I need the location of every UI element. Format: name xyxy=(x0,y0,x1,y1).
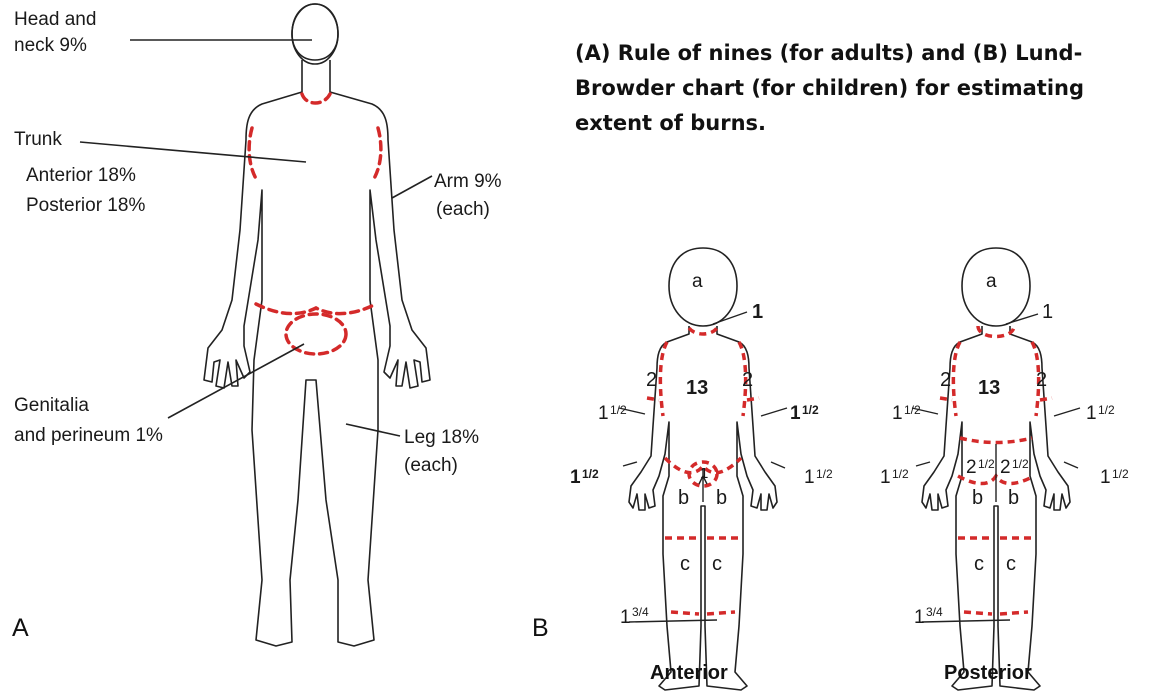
head-label-line1: Head and xyxy=(14,8,96,32)
trunk-label: Trunk xyxy=(14,128,62,152)
anterior-upper-arm-left: 2 xyxy=(646,368,657,392)
neck-boundary xyxy=(302,94,330,103)
posterior-waist xyxy=(960,438,1032,443)
anterior-neck-boundary xyxy=(689,328,717,334)
adult-leader-lines xyxy=(80,40,432,436)
anterior-foot-frac: 3/4 xyxy=(632,600,649,624)
posterior-ankles xyxy=(964,612,1028,614)
anterior-forearm-right-whole: 1 xyxy=(790,402,801,426)
posterior-hand-leader-left xyxy=(916,462,930,466)
posterior-thigh-right: b xyxy=(1008,486,1019,510)
posterior-forearm-right-frac: 1/2 xyxy=(1098,398,1115,422)
anterior-leg-right: c xyxy=(712,552,722,576)
anterior-hand-right-whole: 1 xyxy=(804,466,815,490)
leg-label-line2: (each) xyxy=(404,454,458,478)
adult-body-outline xyxy=(204,4,430,646)
posterior-leg-left: c xyxy=(974,552,984,576)
posterior-hand-left-whole: 1 xyxy=(880,466,891,490)
posterior-forearm-right-whole: 1 xyxy=(1086,402,1097,426)
posterior-buttock-left-whole: 2 xyxy=(966,456,977,480)
posterior-buttock-right-whole: 2 xyxy=(1000,456,1011,480)
posterior-hand-right-frac: 1/2 xyxy=(1112,462,1129,486)
anterior-forearm-left-whole: 1 xyxy=(598,402,609,426)
posterior-buttock-right-frac: 1/2 xyxy=(1012,452,1029,476)
posterior-upper-arm-left: 2 xyxy=(940,368,951,392)
leg-label-line1: Leg 18% xyxy=(404,426,479,450)
posterior-buttock-left-frac: 1/2 xyxy=(978,452,995,476)
posterior-head-label: a xyxy=(986,270,997,294)
posterior-forearm-left-whole: 1 xyxy=(892,402,903,426)
posterior-left-elbow xyxy=(940,398,952,400)
posterior-neck-label: 1 xyxy=(1042,300,1053,324)
genitalia-label-line2: and perineum 1% xyxy=(14,424,163,448)
anterior-hand-leader-right xyxy=(771,462,785,468)
trunk-leader-line xyxy=(80,142,306,162)
posterior-hand-leader-right xyxy=(1064,462,1078,468)
posterior-foot-whole: 1 xyxy=(914,606,925,630)
anterior-left-elbow xyxy=(647,398,659,400)
anterior-forearm-leader-right xyxy=(761,408,787,416)
posterior-hand-right-whole: 1 xyxy=(1100,466,1111,490)
genitalia-leader-line xyxy=(168,344,304,418)
arm-leader-line xyxy=(392,176,432,198)
left-shoulder-boundary xyxy=(249,128,258,182)
anterior-hand-left-whole: 1 xyxy=(570,466,581,490)
trunk-anterior-label: Anterior 18% xyxy=(26,164,136,188)
anterior-leg-left: c xyxy=(680,552,690,576)
anterior-forearm-right-frac: 1/2 xyxy=(802,398,819,422)
anterior-neck-leader xyxy=(713,312,747,324)
anterior-hand-leader-left xyxy=(623,462,637,466)
adult-head xyxy=(292,4,338,64)
anterior-thigh-right: b xyxy=(716,486,727,510)
posterior-foot-frac: 3/4 xyxy=(926,600,943,624)
posterior-hand-left-frac: 1/2 xyxy=(892,462,909,486)
anterior-hand-left-frac: 1/2 xyxy=(582,462,599,486)
genitalia-label-line1: Genitalia xyxy=(14,394,89,418)
posterior-forearm-leader-right xyxy=(1054,408,1080,416)
arm-label-line2: (each) xyxy=(436,198,490,222)
head-label-line2: neck 9% xyxy=(14,34,87,58)
trunk-posterior-label: Posterior 18% xyxy=(26,194,145,218)
anterior-foot-whole: 1 xyxy=(620,606,631,630)
anterior-view-label: Anterior xyxy=(650,662,728,685)
right-shoulder-boundary xyxy=(372,128,381,182)
posterior-neck-boundary xyxy=(978,326,1014,337)
leg-leader-line xyxy=(346,424,400,436)
posterior-leg-right: c xyxy=(1006,552,1016,576)
anterior-left-shoulder xyxy=(660,342,667,416)
posterior-thigh-left: b xyxy=(972,486,983,510)
anterior-hand-right-frac: 1/2 xyxy=(816,462,833,486)
adult-region-boundaries xyxy=(249,94,381,354)
posterior-right-elbow xyxy=(1040,398,1052,400)
arm-label-line1: Arm 9% xyxy=(434,170,502,194)
posterior-forearm-left-frac: 1/2 xyxy=(904,398,921,422)
anterior-trunk-label: 13 xyxy=(686,376,708,400)
anterior-ankles xyxy=(671,612,735,614)
posterior-neck-leader xyxy=(1006,314,1038,324)
posterior-upper-arm-right: 2 xyxy=(1036,368,1047,392)
adult-figure xyxy=(80,4,432,646)
anterior-neck-label: 1 xyxy=(752,300,763,324)
panel-b-letter: B xyxy=(532,614,549,643)
anterior-right-elbow xyxy=(747,398,759,400)
waist-boundary xyxy=(256,304,376,314)
anterior-thigh-left: b xyxy=(678,486,689,510)
panel-a-letter: A xyxy=(12,614,29,643)
anterior-upper-arm-right: 2 xyxy=(742,368,753,392)
posterior-view-label: Posterior xyxy=(944,662,1032,685)
figure-caption: (A) Rule of nines (for adults) and (B) L… xyxy=(575,36,1160,141)
anterior-genital-label: 1 xyxy=(700,462,708,486)
posterior-trunk-label: 13 xyxy=(978,376,1000,400)
anterior-forearm-left-frac: 1/2 xyxy=(610,398,627,422)
posterior-left-shoulder xyxy=(953,342,960,416)
anterior-head-label: a xyxy=(692,270,703,294)
